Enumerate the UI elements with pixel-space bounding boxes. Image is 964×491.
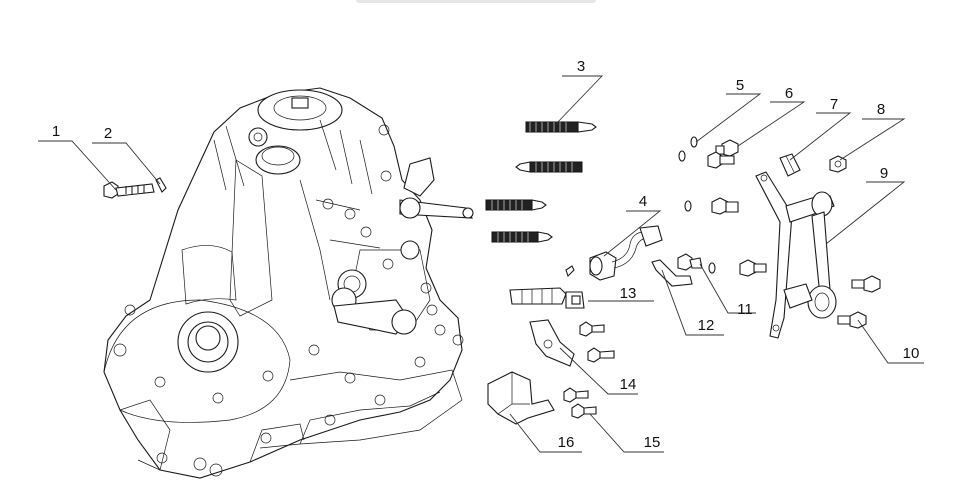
part-bushing-7 — [779, 153, 801, 177]
callout-15: 15 — [644, 434, 661, 451]
part-bolt-11 — [677, 253, 716, 274]
transmission-housing — [103, 87, 474, 479]
part-bracket-12 — [651, 259, 693, 287]
top-scroll-indicator — [356, 0, 596, 3]
callout-12: 12 — [698, 317, 715, 334]
callout-3: 3 — [577, 58, 585, 75]
callout-5: 5 — [736, 77, 744, 94]
part-washers-5 — [678, 136, 698, 212]
callout-6: 6 — [785, 85, 793, 102]
part-bolts-10 — [837, 275, 881, 329]
part-switch-13 — [509, 287, 585, 309]
part-bolts-6 — [707, 139, 767, 277]
callout-10: 10 — [903, 345, 920, 362]
part-studs-3 — [485, 121, 597, 243]
part-bolt-1 — [103, 181, 155, 199]
part-sensor-4 — [565, 225, 663, 281]
callout-numbers: 1 2 3 4 5 6 7 8 9 10 11 12 13 14 15 16 — [52, 58, 920, 451]
part-bolts-small — [563, 321, 615, 419]
part-bracket-14 — [529, 319, 575, 367]
callout-1: 1 — [52, 123, 60, 140]
callout-11: 11 — [737, 301, 753, 318]
part-shift-arm-9 — [755, 171, 837, 339]
callout-2: 2 — [104, 125, 112, 142]
part-clip-2 — [155, 177, 167, 193]
callout-leaders — [38, 75, 924, 453]
callout-9: 9 — [880, 165, 888, 182]
callout-13: 13 — [620, 285, 637, 302]
callout-4: 4 — [639, 193, 647, 210]
callout-8: 8 — [877, 101, 885, 118]
part-nut-8 — [829, 155, 847, 173]
callout-14: 14 — [620, 376, 637, 393]
part-mount-16 — [487, 371, 555, 425]
callout-7: 7 — [830, 96, 838, 113]
callout-16: 16 — [558, 434, 575, 451]
